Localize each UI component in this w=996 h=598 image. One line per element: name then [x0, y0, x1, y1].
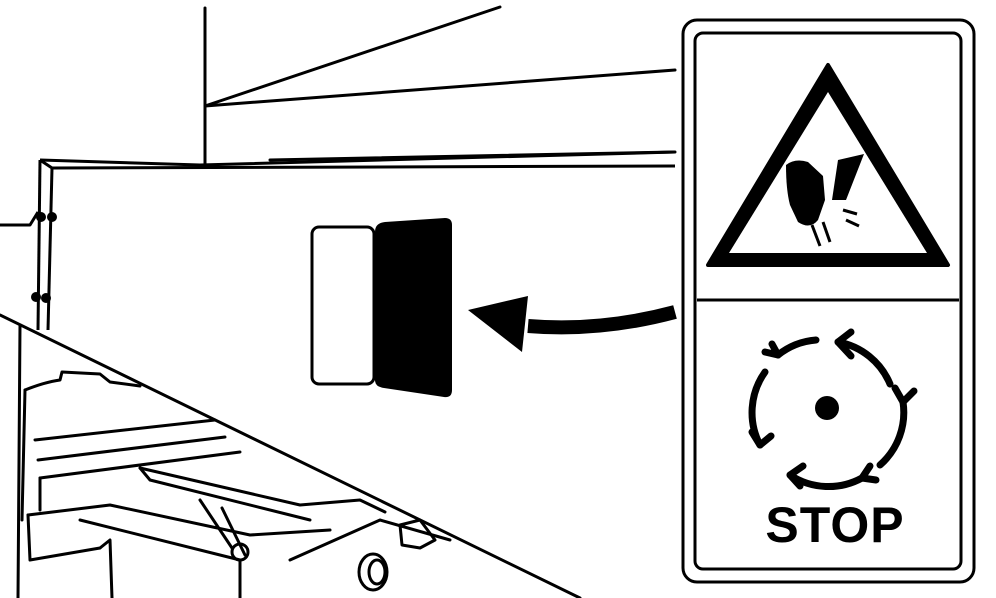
curved-arrow-icon — [468, 296, 677, 352]
panel-label-placards — [310, 218, 452, 398]
rotating-parts-icon — [748, 328, 918, 491]
machine-side-panel — [0, 150, 676, 331]
white-placard — [310, 225, 376, 386]
hand-cutting-hazard-icon — [706, 63, 950, 267]
warning-label: STOP — [681, 18, 976, 584]
black-placard — [375, 218, 452, 398]
lower-machinery — [0, 313, 582, 598]
machine-frame-lines — [203, 5, 677, 167]
stop-text: STOP — [765, 497, 904, 553]
